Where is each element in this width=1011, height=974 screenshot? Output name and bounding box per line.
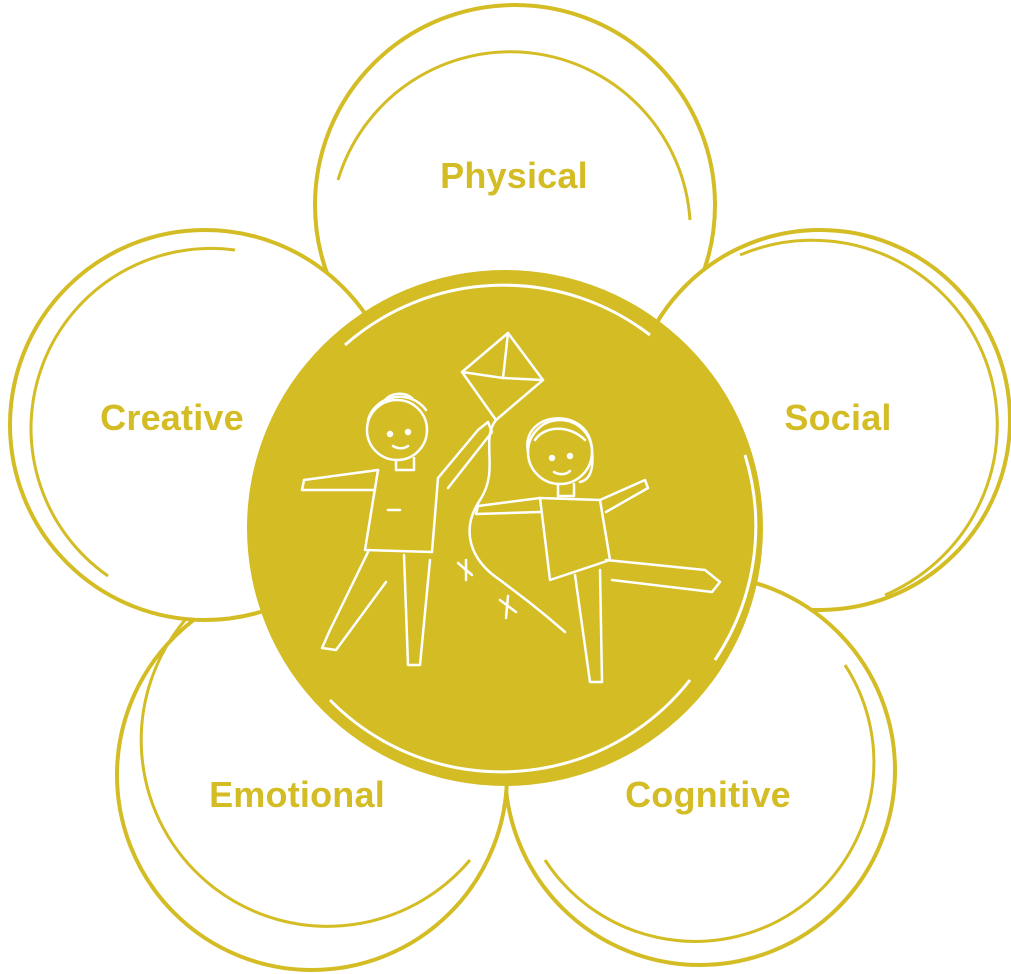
petal-emotional-inner-arc xyxy=(139,619,472,928)
center-inner-arc-top xyxy=(344,283,651,347)
petal-label-social: Social xyxy=(784,397,891,438)
petal-label-cognitive: Cognitive xyxy=(625,774,791,815)
center-circle xyxy=(247,270,763,786)
center-inner-arc-bottom xyxy=(328,679,692,774)
kite-icon xyxy=(456,331,567,634)
petal-social-inner-arc xyxy=(739,238,999,597)
center-inner-arc-right xyxy=(713,454,758,661)
petal-label-emotional: Emotional xyxy=(209,774,385,815)
center-circle-fill xyxy=(247,270,763,786)
girl-figure xyxy=(474,417,722,684)
petal-cognitive-inner-arc xyxy=(543,664,876,943)
petal-physical-inner-arc xyxy=(336,50,692,221)
children-kite-illustration xyxy=(300,331,722,684)
petal-label-physical: Physical xyxy=(440,155,588,196)
boy-figure xyxy=(300,392,494,667)
petal-creative-inner-arc xyxy=(29,246,236,578)
petal-label-creative: Creative xyxy=(100,397,244,438)
